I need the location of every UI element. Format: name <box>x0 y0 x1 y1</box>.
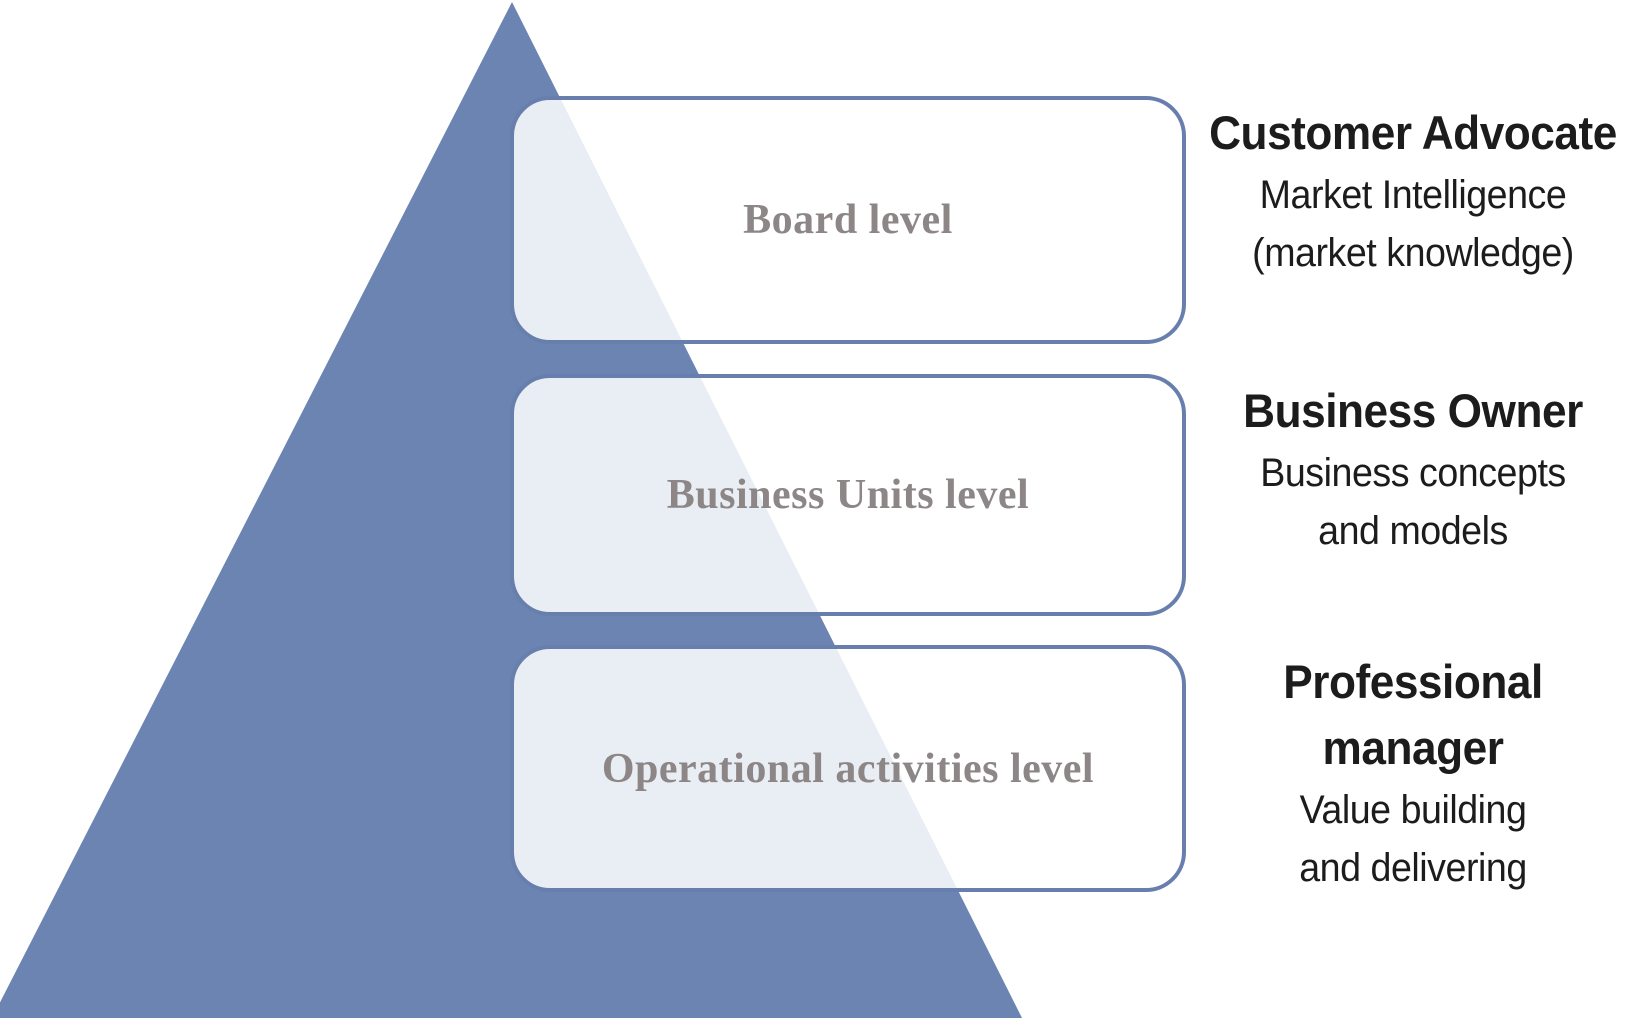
annotation-customer-advocate: Customer Advocate Market Intelligence (m… <box>1178 100 1637 282</box>
annotation-professional-manager-line-1: Value building <box>1299 788 1527 832</box>
level-box-board: Board level <box>510 96 1186 344</box>
annotation-professional-manager: Professional manager Value building and … <box>1244 649 1582 897</box>
annotation-customer-advocate-line-2: (market knowledge) <box>1252 231 1574 275</box>
level-box-operational-activities-label: Operational activities level <box>601 745 1095 792</box>
level-box-business-units-label: Business Units level <box>666 472 1030 518</box>
annotation-business-owner: Business Owner Business concepts and mod… <box>1178 378 1637 560</box>
annotation-business-owner-line-1: Business concepts <box>1260 451 1566 495</box>
level-box-board-label: Board level <box>743 197 953 243</box>
level-box-business-units: Business Units level <box>510 374 1186 616</box>
annotation-business-owner-line-2: and models <box>1318 509 1508 553</box>
annotation-professional-manager-line-2: and delivering <box>1299 846 1527 890</box>
annotation-professional-manager-title: Professional manager <box>1283 655 1543 774</box>
annotation-customer-advocate-title: Customer Advocate <box>1209 106 1617 159</box>
annotation-business-owner-title: Business Owner <box>1243 384 1583 437</box>
annotation-customer-advocate-line-1: Market Intelligence <box>1259 173 1567 217</box>
level-box-operational-activities: Operational activities level <box>510 645 1186 892</box>
